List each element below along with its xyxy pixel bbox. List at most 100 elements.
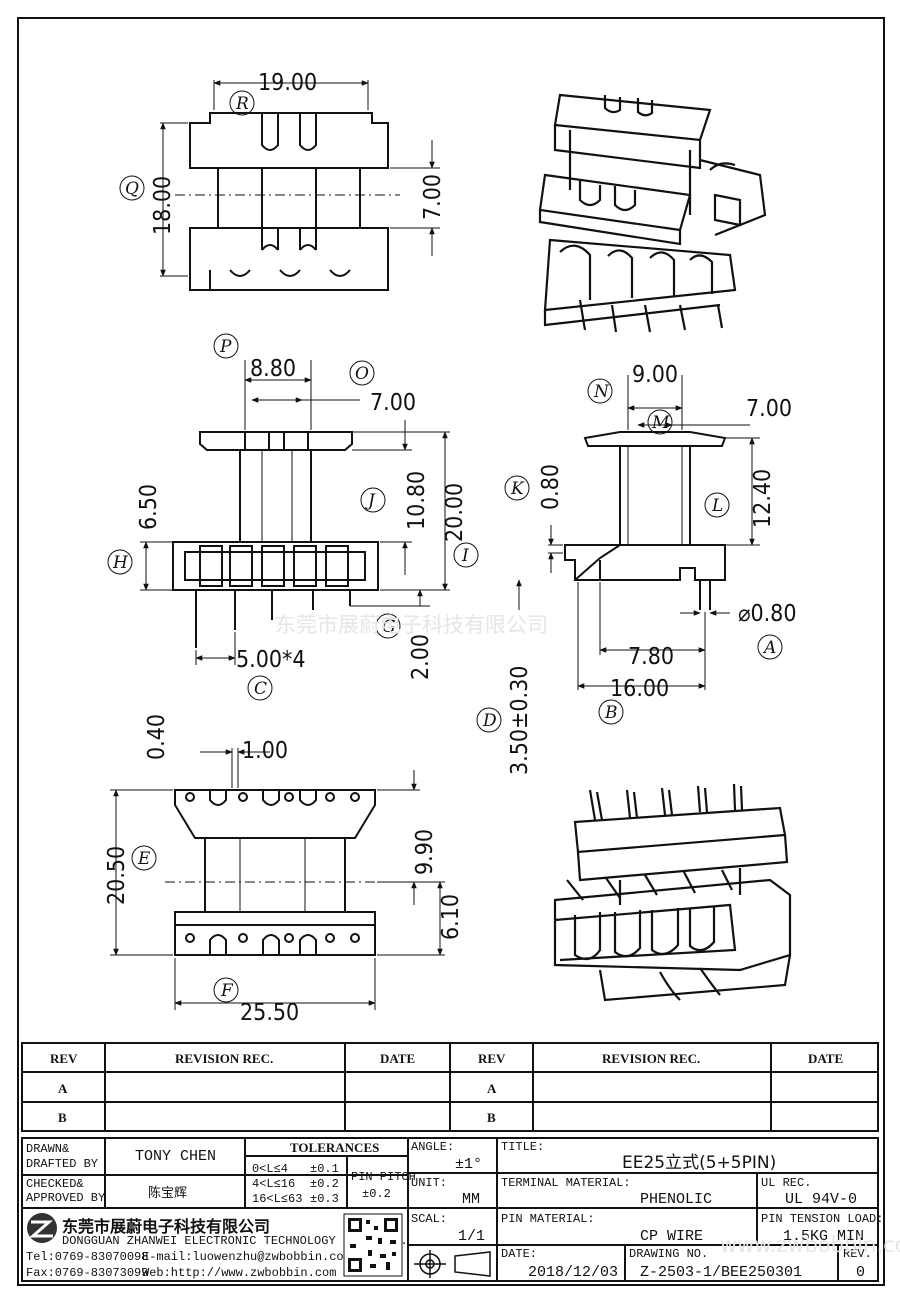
company-fax: Fax:0769-83073099 xyxy=(26,1266,148,1280)
checked-label-1: CHECKED& xyxy=(26,1177,84,1191)
dim-front-base: 6.50 xyxy=(136,484,162,530)
pin-pitch-label: PIN PITCH xyxy=(351,1170,416,1184)
callout-g xyxy=(375,613,401,639)
label-m: M xyxy=(651,413,670,433)
drawing-no-label: DRAWING NO. xyxy=(629,1247,708,1261)
iso-view-bottom xyxy=(553,783,792,1002)
rev-row-b-1: B xyxy=(58,1110,67,1125)
top-view xyxy=(175,112,400,291)
tol-value-1: ±0.1 xyxy=(310,1162,339,1176)
label-j: J xyxy=(365,491,376,511)
rev-rec-header-1: REVISION REC. xyxy=(175,1051,273,1066)
tension-value: 1.5KG MIN xyxy=(783,1228,864,1245)
pin-material-label: PIN MATERIAL: xyxy=(501,1212,595,1226)
dim-side-pin-len: 3.50±0.30 xyxy=(507,666,533,775)
callout-e xyxy=(131,845,157,871)
rev-row-a-1: A xyxy=(58,1081,68,1096)
ul-label: UL REC. xyxy=(761,1176,811,1190)
dim-side-pin-dia: ⌀0.80 xyxy=(738,601,797,627)
company-logo xyxy=(27,1213,57,1243)
dim-front-p: 8.80 xyxy=(250,356,296,382)
date-header-2: DATE xyxy=(808,1051,843,1066)
callout-j xyxy=(360,487,386,513)
bottom-view-dims xyxy=(110,748,445,1010)
callout-k xyxy=(504,475,530,501)
callout-d xyxy=(476,707,502,733)
side-view-dims xyxy=(516,375,760,690)
dim-bottom-gap: 0.40 xyxy=(144,714,170,760)
rev-value: 0 xyxy=(856,1264,865,1281)
dim-bottom-height: 20.50 xyxy=(104,846,130,905)
dim-bottom-slot: 1.00 xyxy=(242,738,288,764)
callout-h xyxy=(107,549,133,575)
callout-l xyxy=(704,492,730,518)
tol-range-3: 16<L≤63 xyxy=(252,1192,302,1206)
dim-top-height: 18.00 xyxy=(150,176,176,235)
dim-side-height: 12.40 xyxy=(750,469,776,528)
terminal-label: TERMINAL MATERIAL: xyxy=(501,1176,631,1190)
date-label: DATE: xyxy=(501,1247,537,1261)
dim-side-inner: 7.00 xyxy=(746,396,792,422)
dim-side-width: 16.00 xyxy=(610,676,669,702)
label-o: O xyxy=(355,364,369,384)
tolerances-label: TOLERANCES xyxy=(290,1140,379,1155)
angle-label: ANGLE: xyxy=(411,1140,454,1154)
label-r: R xyxy=(235,94,249,114)
rev-row-b-2: B xyxy=(487,1110,496,1125)
callout-n xyxy=(587,378,613,404)
tension-label: PIN TENSION LOAD: xyxy=(761,1212,883,1226)
callout-q xyxy=(119,175,145,201)
dim-top-window: 7.00 xyxy=(420,174,446,220)
date-header-1: DATE xyxy=(380,1051,415,1066)
dim-top-width: 19.00 xyxy=(258,70,317,96)
label-d: D xyxy=(482,711,497,731)
callout-p xyxy=(213,333,239,359)
tol-value-2: ±0.2 xyxy=(310,1177,339,1191)
label-b: B xyxy=(604,703,618,723)
date-value: 2018/12/03 xyxy=(528,1264,618,1281)
company-name-en: DONGGUAN ZHANWEI ELECTRONIC TECHNOLOGY C… xyxy=(62,1234,408,1248)
scale-value: 1/1 xyxy=(458,1228,485,1245)
unit-value: MM xyxy=(462,1191,480,1208)
dim-side-flange: 0.80 xyxy=(538,464,564,510)
rev-label: REV. xyxy=(843,1247,872,1261)
callout-m xyxy=(647,409,673,435)
dim-front-o: 7.00 xyxy=(370,390,416,416)
dim-front-body: 10.80 xyxy=(404,471,430,530)
angle-value: ±1° xyxy=(455,1156,482,1173)
label-h: H xyxy=(112,553,129,573)
title-value: EE25立式(5+5PIN) xyxy=(622,1153,776,1173)
drawn-label-2: DRAFTED BY xyxy=(26,1157,98,1171)
company-name-cn: 东莞市展蔚电子科技有限公司 xyxy=(62,1217,270,1236)
title-block-grid xyxy=(21,1137,879,1282)
front-view xyxy=(172,431,379,648)
dim-bottom-width: 25.50 xyxy=(240,1000,299,1026)
tol-range-1: 0<L≤4 xyxy=(252,1162,288,1176)
rev-header-2: REV xyxy=(478,1051,506,1066)
pin-material-value: CP WIRE xyxy=(640,1228,703,1245)
side-view xyxy=(564,431,727,610)
title-label: TITLE: xyxy=(501,1140,544,1154)
watermark-text: 东莞市展蔚电子科技有限公司 xyxy=(275,613,548,637)
callout-b xyxy=(598,699,624,725)
revision-table xyxy=(21,1042,879,1132)
rev-rec-header-2: REVISION REC. xyxy=(602,1051,700,1066)
company-web: Web:http://www.zwbobbin.com xyxy=(142,1266,336,1280)
callout-i xyxy=(453,542,479,568)
tol-value-3: ±0.3 xyxy=(310,1192,339,1206)
dim-front-total: 20.00 xyxy=(442,483,468,542)
label-p: P xyxy=(219,337,232,357)
label-e: E xyxy=(137,849,151,869)
company-email: E-mail:luowenzhu@zwbobbin.com xyxy=(142,1250,351,1264)
label-a: A xyxy=(762,638,776,658)
dim-side-row: 7.80 xyxy=(628,644,674,670)
label-i: I xyxy=(461,546,469,566)
callout-r xyxy=(229,90,255,116)
label-q: Q xyxy=(125,179,139,199)
label-k: K xyxy=(510,479,525,499)
label-n: N xyxy=(593,382,610,402)
label-c: C xyxy=(254,679,267,699)
scale-label: SCAL: xyxy=(411,1212,447,1226)
rev-row-a-2: A xyxy=(487,1081,497,1096)
rev-header-1: REV xyxy=(50,1051,78,1066)
